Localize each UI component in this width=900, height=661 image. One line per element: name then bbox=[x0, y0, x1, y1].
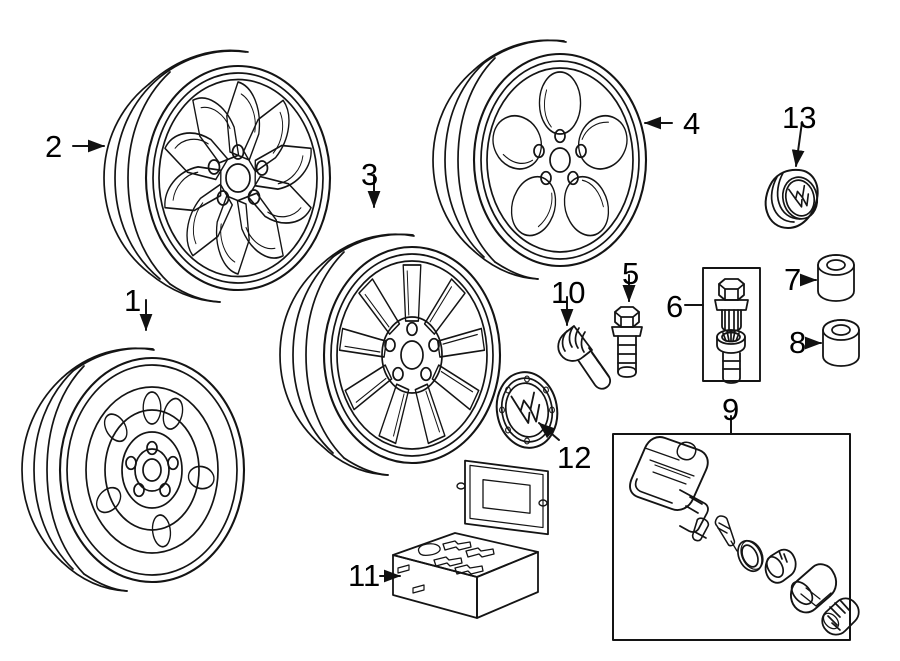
part-alloy-wheel-turbine bbox=[103, 49, 332, 303]
callout-7[interactable]: 7 bbox=[784, 262, 802, 297]
part-spacer-sleeve-lower bbox=[822, 319, 860, 367]
callout-6[interactable]: 6 bbox=[666, 289, 684, 324]
part-center-hub-cap bbox=[495, 371, 559, 449]
part-lock-bolt-set bbox=[702, 267, 761, 384]
callout-10[interactable]: 10 bbox=[551, 275, 586, 310]
part-spacer-sleeve-upper bbox=[817, 254, 855, 302]
callout-3[interactable]: 3 bbox=[361, 157, 379, 192]
callout-12[interactable]: 12 bbox=[557, 440, 592, 475]
callout-8[interactable]: 8 bbox=[789, 325, 807, 360]
callout-1[interactable]: 1 bbox=[124, 283, 142, 318]
part-tpms-sensor-kit bbox=[612, 433, 860, 641]
part-alloy-wheel-five-spoke bbox=[432, 39, 648, 280]
part-center-cap-logo bbox=[764, 168, 819, 229]
part-wheel-bolt bbox=[611, 306, 643, 378]
part-tool-case bbox=[392, 459, 549, 619]
leader-lines-plain bbox=[684, 304, 732, 435]
callout-2[interactable]: 2 bbox=[45, 129, 63, 164]
part-valve-stem bbox=[557, 325, 612, 390]
callout-9[interactable]: 9 bbox=[722, 392, 740, 427]
leader-lines bbox=[72, 116, 822, 583]
callout-13[interactable]: 13 bbox=[782, 100, 817, 135]
callout-11[interactable]: 11 bbox=[348, 558, 381, 593]
callout-4[interactable]: 4 bbox=[683, 106, 701, 141]
part-alloy-wheel-nine-spoke bbox=[279, 233, 502, 476]
part-steel-wheel bbox=[21, 347, 246, 592]
callout-5[interactable]: 5 bbox=[622, 256, 640, 291]
